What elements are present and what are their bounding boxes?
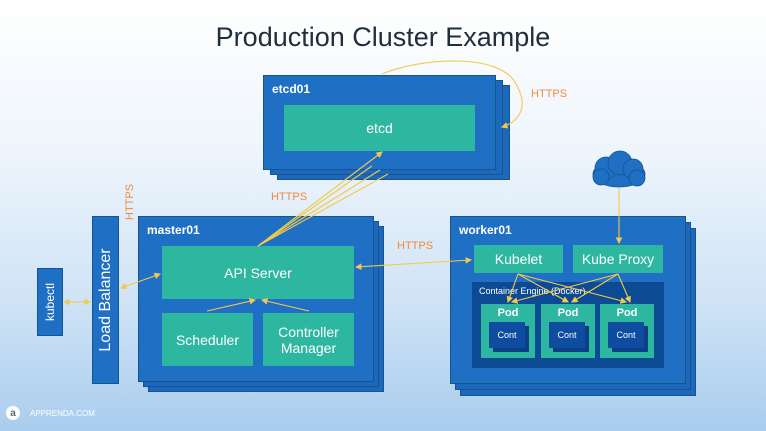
pod-3-label: Pod	[616, 307, 638, 319]
master01-label: master01	[147, 223, 200, 237]
apprenda-logo-icon: a	[6, 406, 20, 420]
https-label-master-etcd: HTTPS	[271, 191, 308, 203]
pod-1-label: Pod	[497, 307, 519, 319]
https-label-etcd-loop: HTTPS	[531, 88, 568, 100]
cloud-icon	[592, 150, 646, 188]
pod-2-label: Pod	[557, 307, 579, 319]
pod-2-cont[interactable]: Cont	[549, 322, 585, 348]
api-server[interactable]: API Server	[162, 246, 354, 299]
pod-2[interactable]: Pod Cont	[541, 304, 595, 358]
container-engine-label: Container Engine (Docker)	[479, 286, 586, 296]
pod-1[interactable]: Pod Cont	[481, 304, 535, 358]
page-title: Production Cluster Example	[215, 22, 551, 52]
kubelet[interactable]: Kubelet	[474, 245, 563, 273]
footer-brand: APPRENDA.COM	[30, 409, 95, 418]
pod-1-cont[interactable]: Cont	[489, 322, 525, 348]
pod-3-cont[interactable]: Cont	[608, 322, 644, 348]
controller-manager[interactable]: Controller Manager	[263, 313, 354, 366]
kube-proxy[interactable]: Kube Proxy	[573, 245, 663, 273]
kubectl-box[interactable]	[37, 268, 63, 336]
load-balancer-box[interactable]	[92, 216, 119, 384]
worker01-label: worker01	[459, 223, 512, 237]
https-label-master-worker: HTTPS	[397, 240, 434, 252]
scheduler[interactable]: Scheduler	[162, 313, 253, 366]
pod-3[interactable]: Pod Cont	[600, 304, 654, 358]
etcd01-label: etcd01	[272, 82, 311, 96]
etcd-component[interactable]: etcd	[284, 105, 475, 151]
